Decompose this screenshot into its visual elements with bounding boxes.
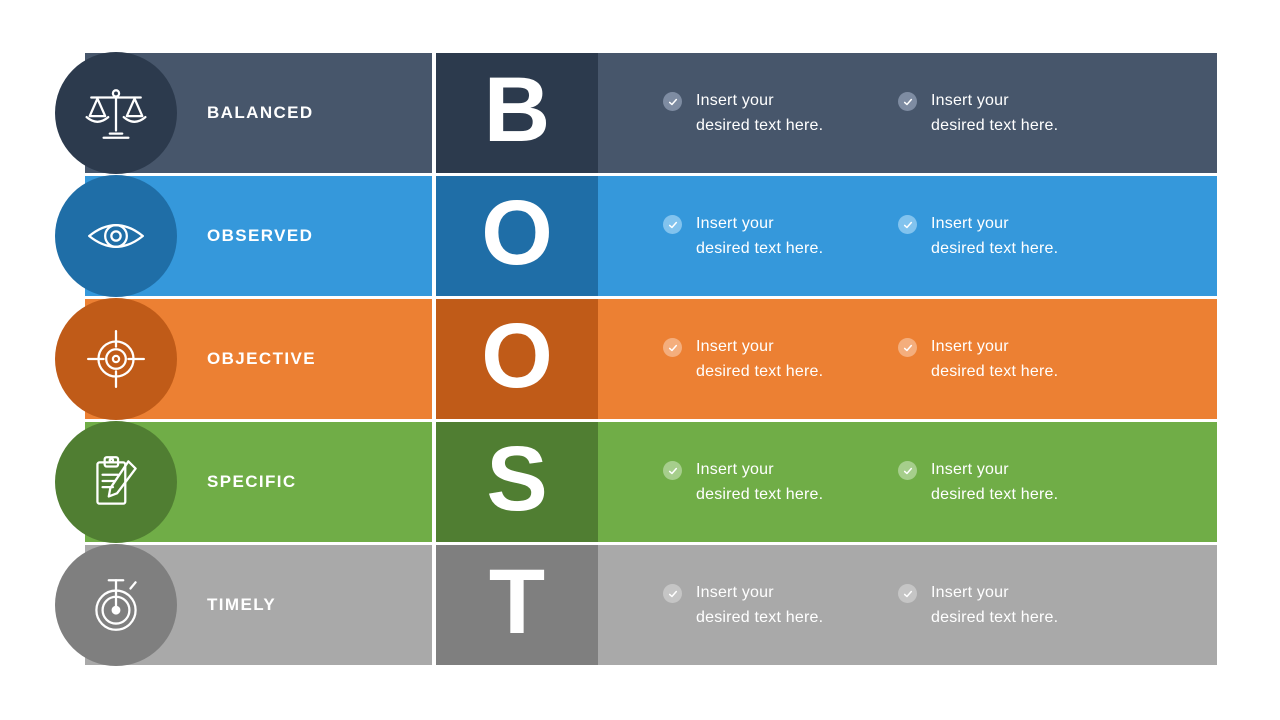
check-icon [663,584,682,603]
check-icon [663,461,682,480]
row-label: OBSERVED [207,226,314,245]
tile-divider [432,545,436,665]
acronym-letter: O [481,305,553,407]
row-label: OBJECTIVE [207,349,316,368]
icon-circle [55,298,177,420]
tile-divider [432,53,436,173]
icon-circle [55,544,177,666]
check-icon [898,584,917,603]
icon-circle [55,421,177,543]
row-label: SPECIFIC [207,472,297,491]
balance-scale-icon [85,89,147,139]
letter-tile: O [436,176,598,296]
check-icon [663,338,682,357]
check-icon [663,92,682,111]
stopwatch-icon [95,579,137,631]
check-icon [898,92,917,111]
tile-divider [432,299,436,419]
acronym-letter: T [488,551,546,653]
letter-tile: S [436,422,598,542]
tile-divider [432,422,436,542]
target-icon [87,330,145,388]
row-label: TIMELY [207,595,277,614]
icon-circle [55,52,177,174]
acronym-letter: S [486,428,548,530]
icon-circle [55,175,177,297]
check-icon [898,338,917,357]
clipboard-pencil-icon [96,456,137,505]
acronym-letter: O [481,182,553,284]
check-icon [898,461,917,480]
tile-divider [432,176,436,296]
check-icon [663,215,682,234]
check-icon [898,215,917,234]
eye-icon [88,224,144,248]
letter-tile: O [436,299,598,419]
letter-tile: B [436,53,598,173]
row-label: BALANCED [207,103,314,122]
letter-tile: T [436,545,598,665]
acronym-letter: B [483,59,551,161]
